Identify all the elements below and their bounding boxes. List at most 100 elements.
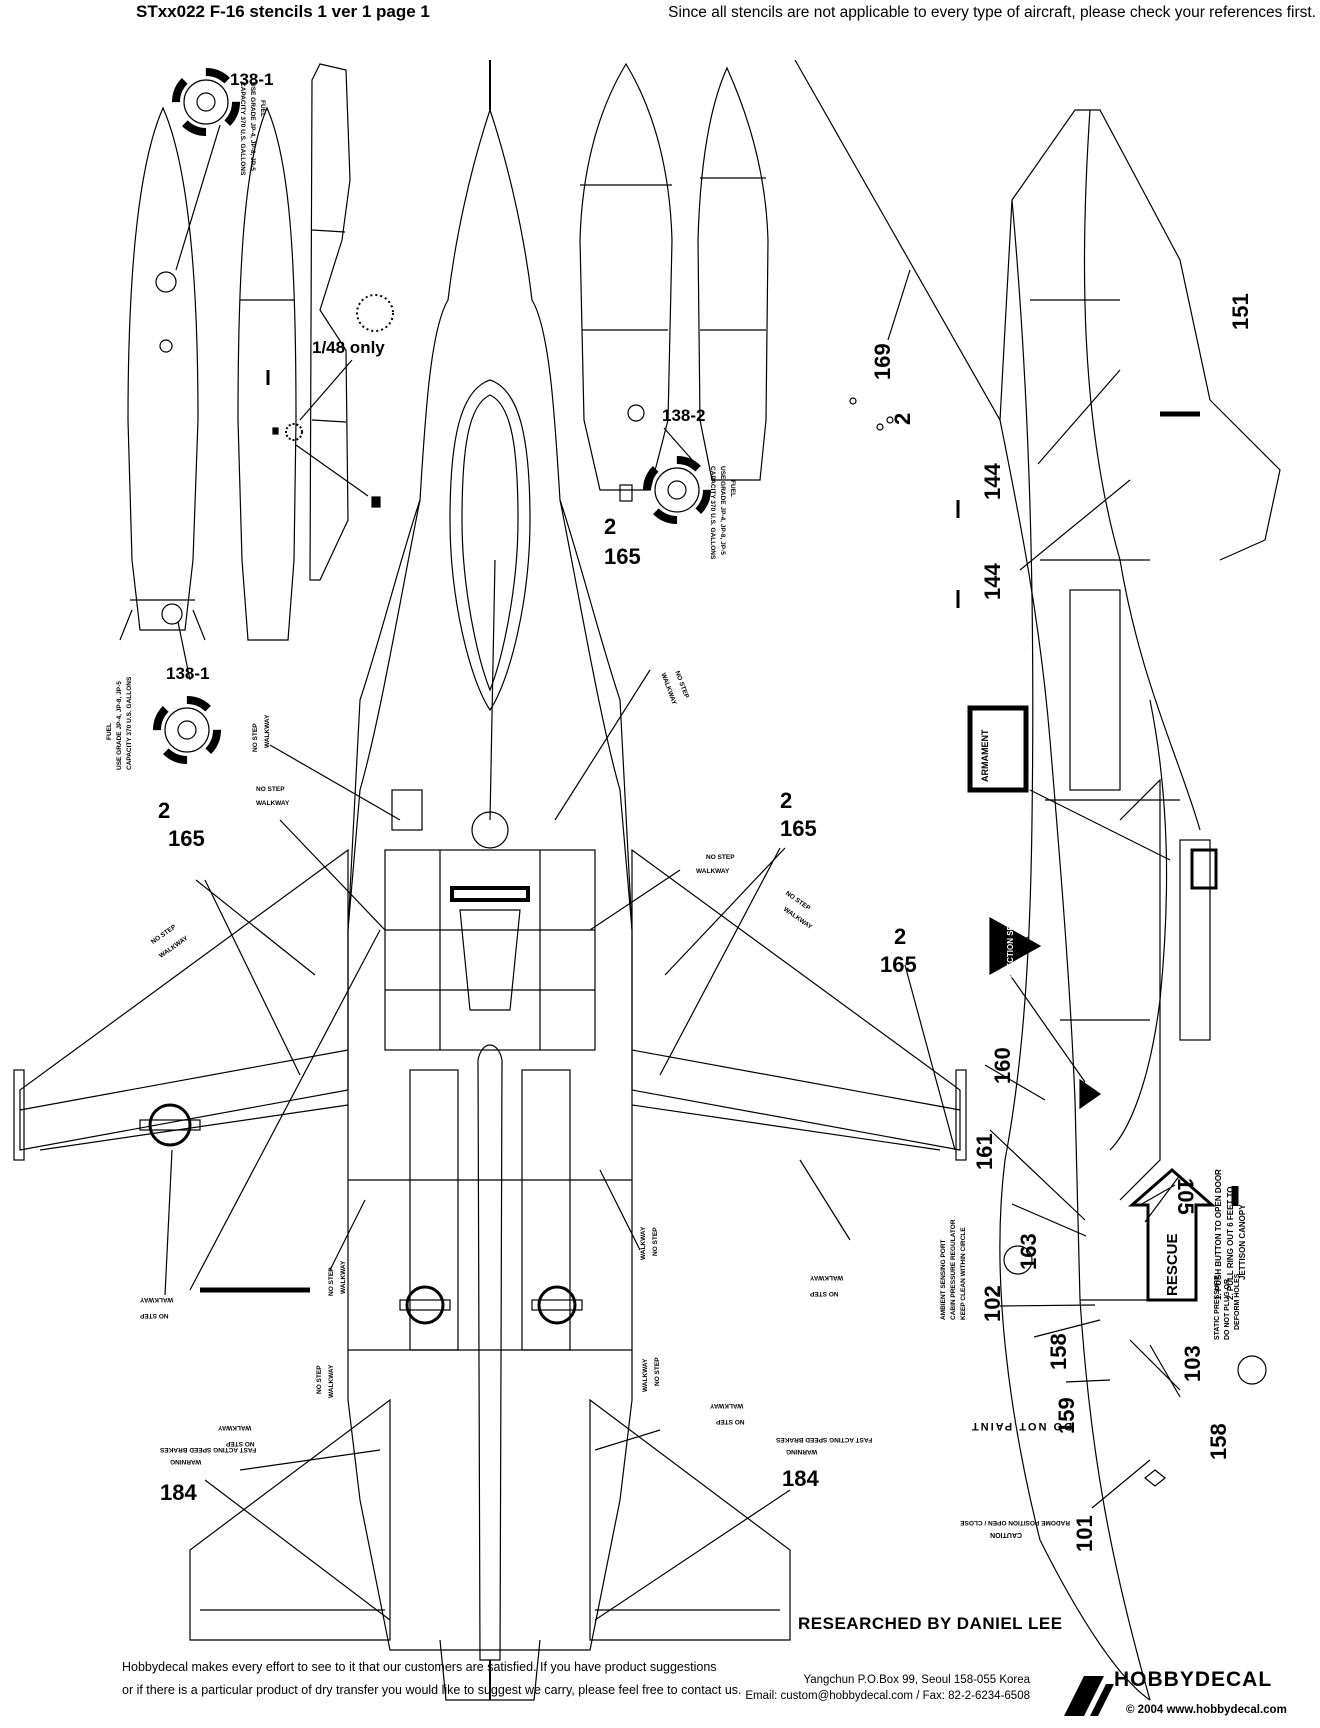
footer-line-1: Hobbydecal makes every effort to see to … xyxy=(122,1660,717,1674)
callout-105: 105 xyxy=(1173,1178,1198,1215)
do-not-plug: DO NOT PLUG OR xyxy=(1224,1278,1231,1340)
callout-161: 161 xyxy=(972,1133,997,1170)
tank-roundel-top xyxy=(172,68,240,136)
no-step-stab-left: NO STEP xyxy=(316,1365,323,1394)
walkway-stab-left: WALKWAY xyxy=(328,1364,335,1398)
tank-roundel-right xyxy=(643,456,711,524)
hobbydecal-logo-icon xyxy=(1064,1676,1114,1716)
fast-acting-right: FAST ACTING SPEED BRAKES xyxy=(776,1436,873,1443)
callout-2-right: 2 xyxy=(780,788,793,813)
contact-info: Yangchun P.O.Box 99, Seoul 158-055 Korea… xyxy=(740,1672,1030,1704)
fuel-label-right: FUEL xyxy=(729,480,736,497)
fuel-tank-left-a xyxy=(119,106,206,641)
keep-clean: KEEP CLEAN WITHIN CIRCLE xyxy=(960,1227,967,1320)
rescue-step-3: JETTISON CANOPY xyxy=(1238,1204,1247,1280)
walkway-stab-right: WALKWAY xyxy=(642,1358,649,1392)
walkway-right-flap: WALKWAY xyxy=(810,1274,844,1281)
armament-stencil: ARMAMENT xyxy=(980,729,990,783)
footer-notice: Hobbydecal makes every effort to see to … xyxy=(122,1656,742,1702)
ejection-seat-stencil: EJECTION SEAT xyxy=(1006,915,1015,978)
walkway-tail-right: WALKWAY xyxy=(710,1402,744,1409)
warning-speed-brake-right: WARNING xyxy=(786,1448,818,1455)
callout-158-right: 158 xyxy=(1206,1423,1231,1460)
fuel-label-bottom: FUEL xyxy=(106,723,113,740)
fuel-capacity-right: CAPACITY 370 U.S. GALLONS xyxy=(709,466,716,560)
no-step-tail-right: NO STEP xyxy=(716,1418,745,1425)
walkway-left: WALKWAY xyxy=(256,800,290,807)
fuel-label-top: FUEL xyxy=(259,100,266,117)
callout-160: 160 xyxy=(990,1047,1015,1084)
walkway-nose-left: WALKWAY xyxy=(264,714,271,748)
wing-insignia-left xyxy=(139,1103,201,1147)
callout-184-left: 184 xyxy=(160,1480,197,1505)
deform-holes: DEFORM HOLES xyxy=(1234,1273,1241,1330)
no-step-left: NO STEP xyxy=(256,786,285,793)
tank-roundel-bottom xyxy=(153,696,221,764)
no-step-intake-right: NO STEP xyxy=(652,1227,659,1256)
walkway-intake-right: WALKWAY xyxy=(640,1226,647,1260)
researched-by: RESEARCHED BY DANIEL LEE xyxy=(798,1614,1063,1633)
f16-top-view xyxy=(13,60,967,1701)
footer-line-2: or if there is a particular product of d… xyxy=(122,1683,742,1697)
reference-notice: Since all stencils are not applicable to… xyxy=(668,4,1316,21)
callout-158-left: 158 xyxy=(1046,1333,1071,1370)
caution-stencil: CAUTION xyxy=(990,1531,1022,1538)
cabin-pressure: CABIN PRESSURE REGULATOR xyxy=(950,1219,957,1320)
callout-151: 151 xyxy=(1228,293,1253,330)
callout-165-far-right: 165 xyxy=(880,952,917,977)
pylon-side xyxy=(309,63,351,581)
no-step-right-flap: NO STEP xyxy=(810,1290,839,1297)
fuel-tank-left-b xyxy=(237,106,297,641)
callout-163: 163 xyxy=(1016,1233,1041,1270)
walkway-tail-left: WALKWAY xyxy=(218,1424,252,1431)
email-fax: Email: custom@hobbydecal.com / Fax: 82-2… xyxy=(745,1690,1030,1702)
static-pressure: STATIC PRESSURE xyxy=(1214,1275,1221,1340)
fuel-grade-right: USE GRADE JP-4, JP-8, JP-5 xyxy=(719,466,726,555)
fuel-tank-right-a xyxy=(579,62,673,502)
callout-2-side: 2 xyxy=(890,412,915,425)
scale-note: 1/48 only xyxy=(312,338,385,357)
callout-144-lower: 144 xyxy=(980,563,1005,600)
f16-side-view xyxy=(794,59,1281,1701)
brand-name: HOBBYDECAL xyxy=(1114,1668,1273,1691)
sheet-title: STxx022 F-16 stencils 1 ver 1 page 1 xyxy=(136,2,430,21)
warning-speed-brake-left: WARNING xyxy=(170,1458,202,1465)
fuel-grade-top: USE GRADE JP-4, JP-8, JP-5 xyxy=(249,82,256,171)
rescue-stencil: RESCUE xyxy=(1164,1233,1181,1296)
callout-101: 101 xyxy=(1072,1515,1097,1552)
callout-165-center: 165 xyxy=(604,544,641,569)
callout-2-far-right: 2 xyxy=(894,924,907,949)
fuel-grade-bottom: USE GRADE JP-4, JP-8, JP-5 xyxy=(116,681,123,770)
no-step-intake-left: NO STEP xyxy=(328,1267,335,1296)
fuel-capacity-bottom: CAPACITY 370 U.S. GALLONS xyxy=(126,676,133,770)
callout-2-center: 2 xyxy=(604,514,617,539)
callout-138-1-bottom: 138-1 xyxy=(166,664,210,683)
callout-103: 103 xyxy=(1180,1345,1205,1382)
fuel-capacity-top: CAPACITY 370 U.S. GALLONS xyxy=(239,82,246,176)
ambient-port: AMBIENT SENSING PORT xyxy=(940,1239,947,1320)
no-step-right: NO STEP xyxy=(706,854,735,861)
fuel-tank-right-b xyxy=(697,66,769,481)
callout-169: 169 xyxy=(870,343,895,380)
callout-138-2: 138-2 xyxy=(662,406,706,425)
callout-184-right: 184 xyxy=(782,1466,819,1491)
no-step-stab-right: NO STEP xyxy=(654,1357,661,1386)
walkway-intake-left: WALKWAY xyxy=(340,1260,347,1294)
callout-138-1-top: 138-1 xyxy=(230,70,274,89)
callout-144-upper: 144 xyxy=(980,463,1005,500)
walkway-left-flap: WALKWAY xyxy=(140,1296,174,1303)
callout-2-left: 2 xyxy=(158,798,171,823)
callout-165-left: 165 xyxy=(168,826,205,851)
website: © 2004 www.hobbydecal.com xyxy=(1126,1704,1287,1716)
callout-165-right: 165 xyxy=(780,816,817,841)
no-step-left-flap: NO STEP xyxy=(140,1312,169,1319)
fuselage-insignia-left xyxy=(399,1285,451,1325)
do-not-paint: DO NOT PAINT xyxy=(970,1420,1073,1432)
no-step-nose-left: NO STEP xyxy=(252,723,259,752)
walkway-right: WALKWAY xyxy=(696,868,730,875)
callout-102: 102 xyxy=(980,1285,1005,1322)
fuselage-insignia-right xyxy=(531,1285,583,1325)
address: Yangchun P.O.Box 99, Seoul 158-055 Korea xyxy=(803,1674,1030,1686)
fast-acting-left: FAST ACTING SPEED BRAKES xyxy=(160,1446,257,1453)
